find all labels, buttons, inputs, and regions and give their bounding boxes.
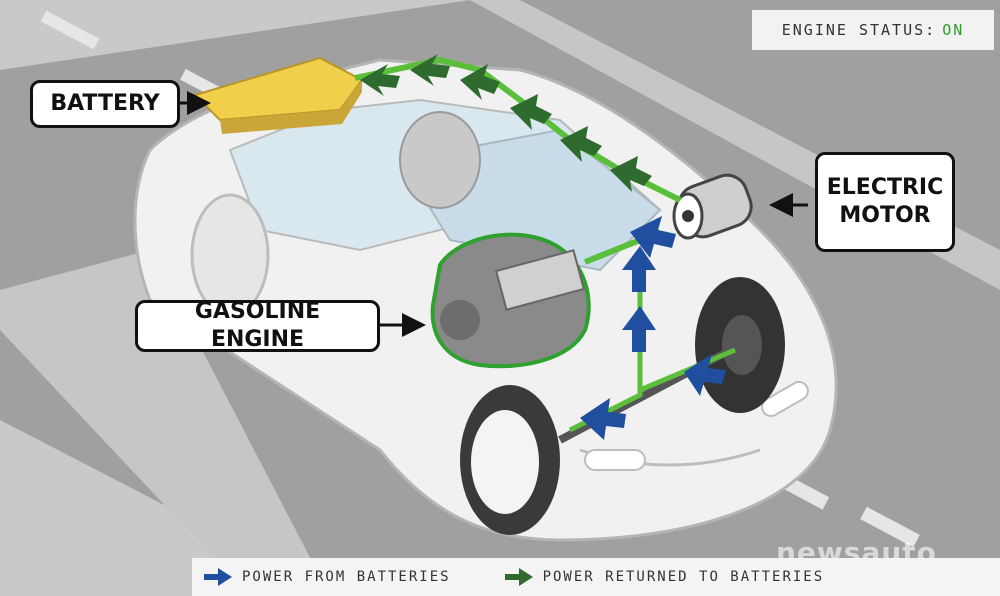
seat-headrest: [399, 111, 481, 209]
headlight: [761, 381, 809, 417]
gasoline-engine-label-text: GASOLINE ENGINE: [194, 299, 321, 352]
electric-motor-label-line2: MOTOR: [839, 203, 931, 228]
battery-label: BATTERY: [30, 80, 180, 128]
road-edge-left: [0, 250, 330, 596]
legend-item-power-from-batteries: POWER FROM BATTERIES: [204, 568, 451, 586]
rear-wheel: [190, 193, 270, 317]
engine-status-value: ON: [942, 21, 965, 39]
electric-motor-label: ELECTRIC MOTOR: [815, 152, 955, 252]
green-arrow-icon: [504, 568, 533, 586]
engine-status-label: ENGINE STATUS:: [781, 21, 937, 39]
legend-item-power-returned: POWER RETURNED TO BATTERIES: [504, 568, 825, 586]
legend-label-power-from-batteries: POWER FROM BATTERIES: [242, 569, 451, 585]
gasoline-engine-label: GASOLINE ENGINE: [135, 299, 380, 352]
battery-label-text: BATTERY: [50, 91, 160, 116]
headlight: [584, 449, 646, 471]
electric-motor: [672, 173, 753, 240]
front-left-wheel: [460, 385, 560, 535]
battery-power-arrows: [580, 216, 726, 440]
electric-motor-label-line1: ELECTRIC: [826, 175, 944, 200]
engine-status-indicator: ENGINE STATUS: ON: [752, 10, 994, 50]
legend: POWER FROM BATTERIES POWER RETURNED TO B…: [192, 558, 1000, 596]
gasoline-engine: [430, 232, 591, 369]
returned-power-arrows: [360, 54, 652, 192]
legend-label-power-returned: POWER RETURNED TO BATTERIES: [542, 569, 825, 585]
blue-arrow-icon: [204, 568, 232, 586]
callout-pointers: [178, 91, 808, 337]
battery-pack-side: [220, 80, 362, 134]
